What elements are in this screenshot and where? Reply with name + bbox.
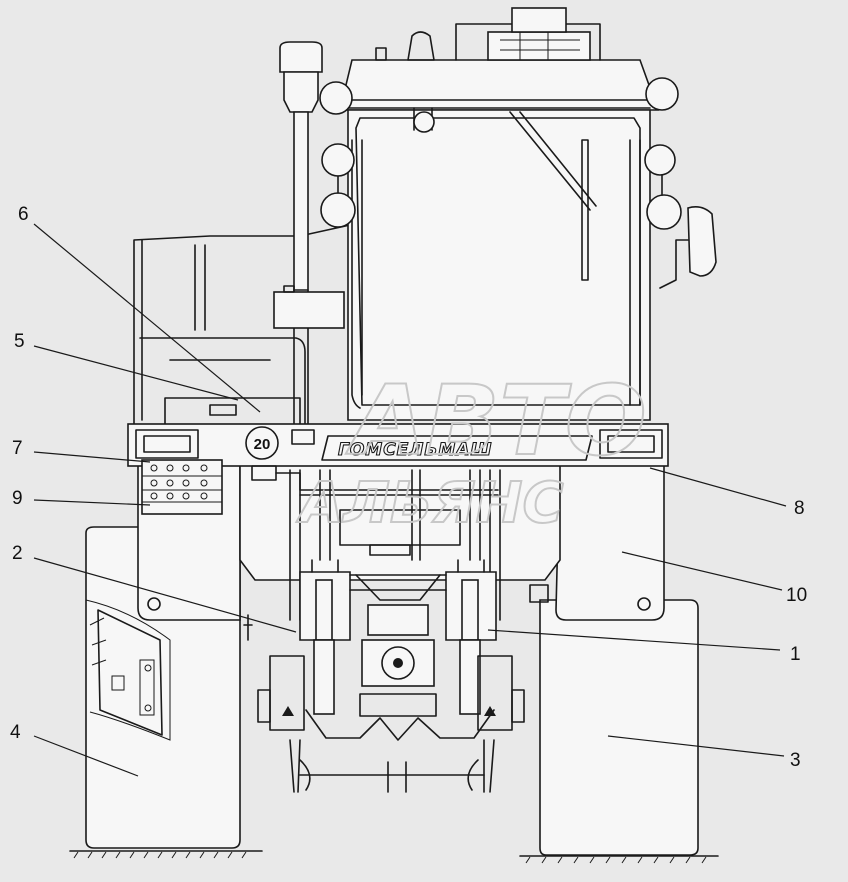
leader-3: [607, 735, 785, 757]
callout-2: 2: [12, 543, 23, 564]
leader-lines: [33, 223, 787, 777]
brand-plate-text: ГОМСЕЛЬМАШ: [338, 440, 492, 460]
leader-4: [33, 735, 139, 777]
work-lights: [319, 77, 682, 230]
ground-line: [69, 850, 719, 864]
rear-view-mirror: [659, 206, 717, 289]
electrical-panel: [141, 459, 499, 515]
watermark-line1: АВТО: [345, 365, 647, 477]
leader-6: [33, 223, 261, 413]
callout-4: 4: [10, 722, 21, 743]
leader-7: [33, 451, 151, 463]
leader-10: [621, 551, 783, 591]
rear-hitch-assembly: [243, 469, 549, 793]
callout-9: 9: [12, 488, 23, 509]
watermark: АВТО АЛЬЯНС: [295, 364, 648, 537]
right-wheel: [539, 599, 699, 856]
leader-5: [33, 345, 239, 401]
grain-tank-frame: [133, 224, 351, 426]
callout-5: 5: [14, 331, 25, 352]
callout-labels: 6 5 7 9 2 4 8 10 1 3: [10, 204, 807, 771]
operator-cab: [338, 7, 660, 421]
leader-2: [33, 557, 297, 633]
rear-light-bar: ГОМСЕЛЬМАШ 20: [127, 423, 669, 467]
watermark-line2: АЛЬЯНС: [296, 471, 564, 536]
callout-7: 7: [12, 438, 23, 459]
expansion-tank: [273, 285, 345, 329]
callout-10: 10: [786, 585, 807, 606]
callout-3: 3: [790, 750, 801, 771]
leader-9: [33, 499, 151, 506]
callout-8: 8: [794, 498, 805, 519]
exhaust-stack: [279, 41, 323, 426]
leader-1: [487, 629, 781, 651]
leader-8: [649, 467, 787, 507]
callout-6: 6: [18, 204, 29, 225]
callout-1: 1: [790, 644, 801, 665]
speed-sign-text: 20: [254, 436, 271, 453]
